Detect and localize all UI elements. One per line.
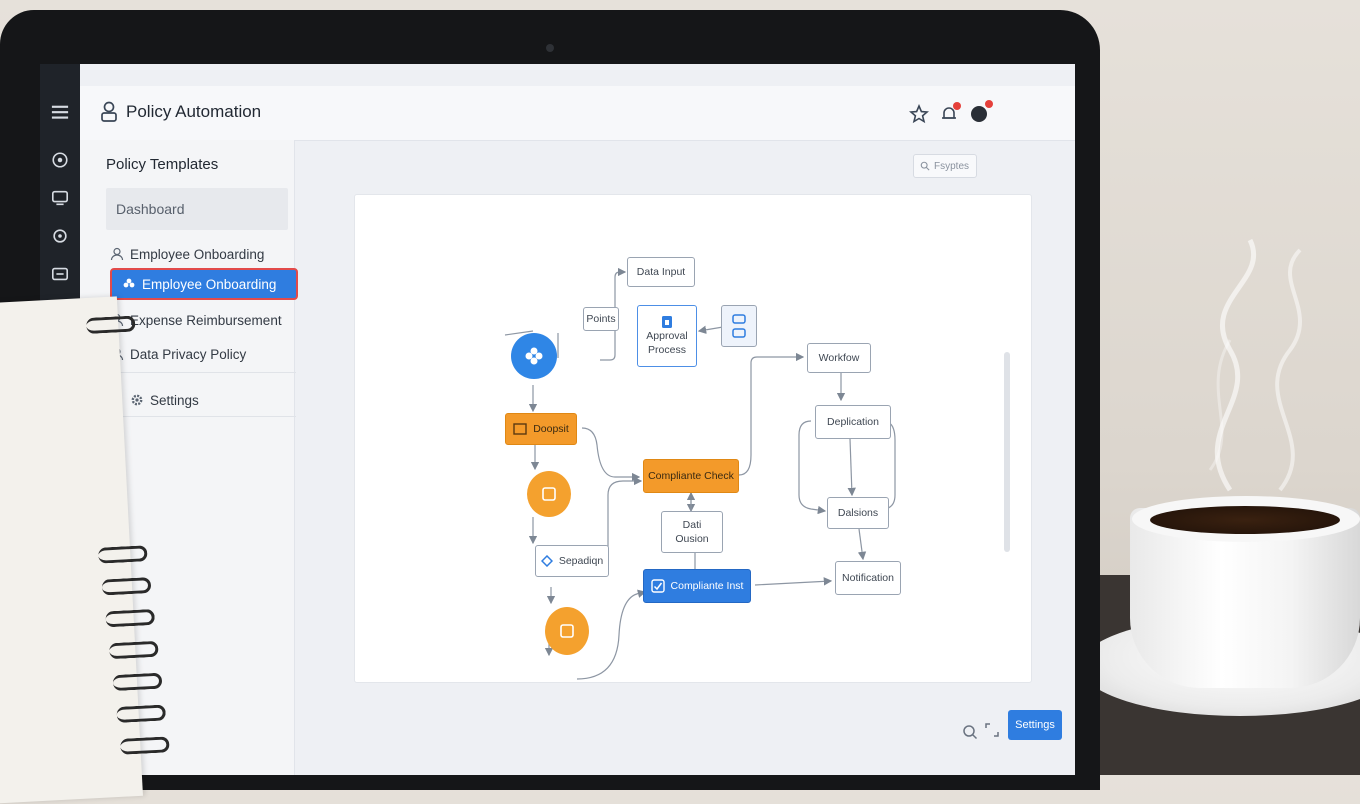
node-separion-label: Sepadiqn [558, 555, 604, 567]
node-data-ousion[interactable]: Dati Ousion [661, 511, 723, 553]
laptop-screen: Policy Automation Policy Templates Dashb… [40, 64, 1075, 775]
profile-badge [985, 100, 993, 108]
node-compliance-check[interactable]: Compliante Check [643, 459, 739, 493]
sidebar-item-data-privacy-policy[interactable]: Data Privacy Policy [110, 340, 246, 368]
node-separion[interactable]: Sepadiqn [535, 545, 609, 577]
sidebar-item-settings[interactable]: Settings [130, 386, 199, 414]
node-data-ousion-line1: Dati [682, 519, 702, 531]
square-icon [732, 328, 746, 338]
node-approval-line2: Process [648, 344, 686, 356]
sidebar-item-employee-onboarding[interactable]: Employee Onboarding [110, 240, 264, 268]
app-header: Policy Automation [80, 86, 1075, 141]
node-workfow[interactable]: Workfow [807, 343, 871, 373]
node-deposit-label: Doopsit [533, 423, 569, 435]
sidebar-divider [110, 372, 296, 373]
flower-icon [123, 278, 135, 288]
star-icon[interactable] [909, 104, 929, 124]
canvas-scrollbar[interactable] [1004, 352, 1010, 552]
sidebar-divider [110, 416, 296, 417]
node-compliance-inst-label: Compliante Inst [670, 580, 744, 592]
user-lock-icon [101, 101, 117, 122]
check-icon [650, 579, 665, 593]
search-label: Fsyptes [934, 160, 970, 172]
bell-icon[interactable] [939, 104, 959, 124]
process-node-icon[interactable] [527, 471, 571, 517]
zoom-icon[interactable] [962, 724, 978, 740]
app-title: Policy Automation [126, 102, 262, 121]
node-data-ousion-line2: Ousion [675, 533, 709, 545]
lock-icon [662, 316, 672, 328]
search-icon [920, 161, 930, 171]
gear-icon [131, 394, 143, 406]
node-deposit[interactable]: Doopsit [505, 413, 577, 445]
hamburger-menu-icon[interactable] [50, 102, 70, 122]
sidebar-item-label: Data Privacy Policy [130, 346, 247, 362]
start-node-icon[interactable] [511, 333, 557, 379]
node-notification[interactable]: Notification [835, 561, 901, 595]
node-compliance-inst[interactable]: Compliante Inst [643, 569, 751, 603]
end-node-icon[interactable] [545, 607, 589, 655]
node-dalsions[interactable]: Dalsions [827, 497, 889, 529]
square-icon [732, 314, 746, 324]
diamond-icon [540, 555, 553, 567]
sidebar-item-expense-reimbursement[interactable]: Expense Reimbursement [110, 306, 282, 334]
sidebar-item-label: Employee Onboarding [130, 246, 265, 262]
webcam [546, 44, 554, 52]
sidebar-item-dashboard[interactable]: Dashboard [106, 188, 288, 230]
target-icon[interactable] [50, 150, 70, 170]
profile-avatar-icon[interactable] [969, 104, 989, 124]
folder-icon[interactable] [50, 264, 70, 284]
monitor-icon[interactable] [50, 188, 70, 208]
settings-button[interactable]: Settings [1008, 710, 1062, 740]
sidebar-heading: Policy Templates [106, 156, 219, 173]
node-icon-stack[interactable] [721, 305, 757, 347]
sidebar-item-label: Expense Reimbursement [130, 312, 282, 328]
fullscreen-icon[interactable] [984, 722, 1000, 738]
sidebar-item-employee-onboarding-active[interactable]: Employee Onboarding [110, 268, 298, 300]
search-input[interactable]: Fsyptes [913, 154, 977, 178]
coffee [1150, 506, 1340, 534]
notification-badge [953, 102, 961, 110]
steam-decoration [1208, 238, 1302, 492]
node-points[interactable]: Points [583, 307, 619, 331]
node-data-input[interactable]: Data Input [627, 257, 695, 287]
laptop: Policy Automation Policy Templates Dashb… [0, 10, 1100, 790]
document-icon [513, 423, 527, 435]
user-icon [110, 247, 124, 261]
sidebar-item-label: Employee Onboarding [142, 276, 277, 292]
node-approval-line1: Approval [646, 330, 688, 342]
network-icon[interactable] [50, 226, 70, 246]
workflow-canvas[interactable]: Data Input Points Approval Process Workf… [354, 194, 1032, 683]
node-approval-process[interactable]: Approval Process [637, 305, 697, 367]
sidebar-item-label: Settings [150, 392, 199, 408]
node-deplication[interactable]: Deplication [815, 405, 891, 439]
